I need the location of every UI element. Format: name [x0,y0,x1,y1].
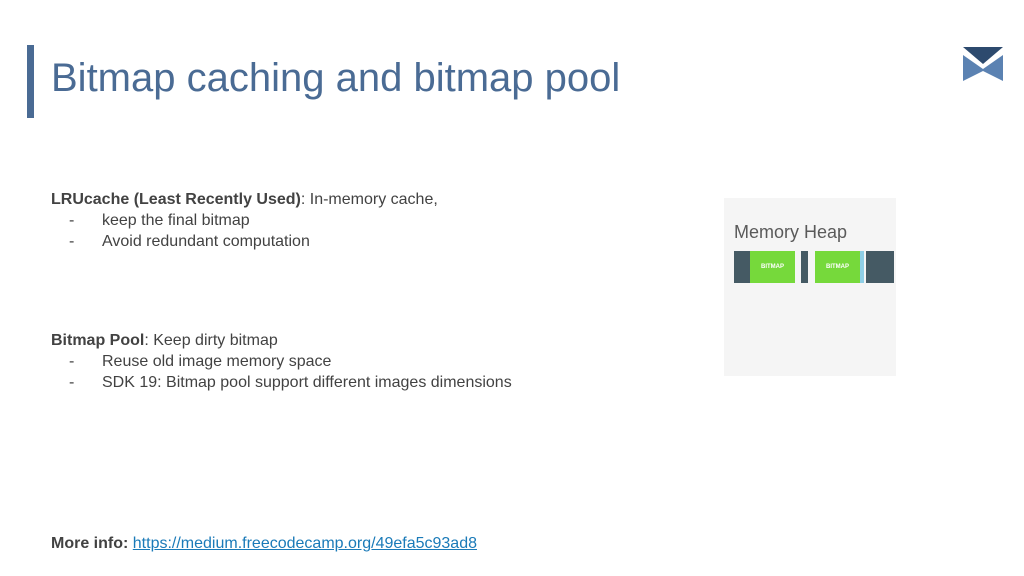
bitmap-pool-description: : Keep dirty bitmap [144,332,278,349]
bullet-dash: - [69,233,75,250]
heap-bitmap-block: BITMAP [815,251,860,283]
bullet-dash: - [69,212,75,229]
bookmark-chevron-logo-icon [963,47,1003,81]
heap-free-block [860,251,864,283]
bullet-text: Reuse old image memory space [102,353,332,370]
bullet-text: SDK 19: Bitmap pool support different im… [102,374,512,391]
more-info-link[interactable]: https://medium.freecodecamp.org/49efa5c9… [132,535,477,552]
more-info: More info: https://medium.freecodecamp.o… [51,533,477,554]
lru-cache-heading: LRUcache (Least Recently Used): In-memor… [51,189,438,210]
bitmap-pool-heading: Bitmap Pool: Keep dirty bitmap [51,330,512,351]
more-info-label: More info: [51,535,129,552]
bitmap-pool-term: Bitmap Pool [51,332,145,349]
lru-cache-description: : In-memory cache, [300,191,438,208]
memory-heap-diagram: Memory Heap BITMAP BITMAP [724,198,896,376]
bullet-text: Avoid redundant computation [102,233,310,250]
bitmap-pool-bullet-list: - Reuse old image memory space - SDK 19: B… [51,351,512,393]
list-item: - Reuse old image memory space [51,351,512,372]
heap-used-block [801,251,808,283]
list-item: - Avoid redundant computation [51,231,438,252]
title-accent-bar [27,45,34,118]
heap-bitmap-block: BITMAP [750,251,795,283]
list-item: - keep the final bitmap [51,210,438,231]
lru-cache-section: LRUcache (Least Recently Used): In-memor… [51,189,438,252]
slide-title: Bitmap caching and bitmap pool [51,56,621,100]
lru-cache-term: LRUcache (Least Recently Used) [51,191,301,208]
bullet-dash: - [69,353,75,370]
lru-cache-bullet-list: - keep the final bitmap - Avoid redundant … [51,210,438,252]
bullet-dash: - [69,374,75,391]
memory-heap-title: Memory Heap [734,222,848,242]
heap-used-block [734,251,750,283]
list-item: - SDK 19: Bitmap pool support different i… [51,372,512,393]
heap-used-block [866,251,894,283]
bitmap-pool-section: Bitmap Pool: Keep dirty bitmap - Reuse ol… [51,330,512,393]
bullet-text: keep the final bitmap [102,212,250,229]
